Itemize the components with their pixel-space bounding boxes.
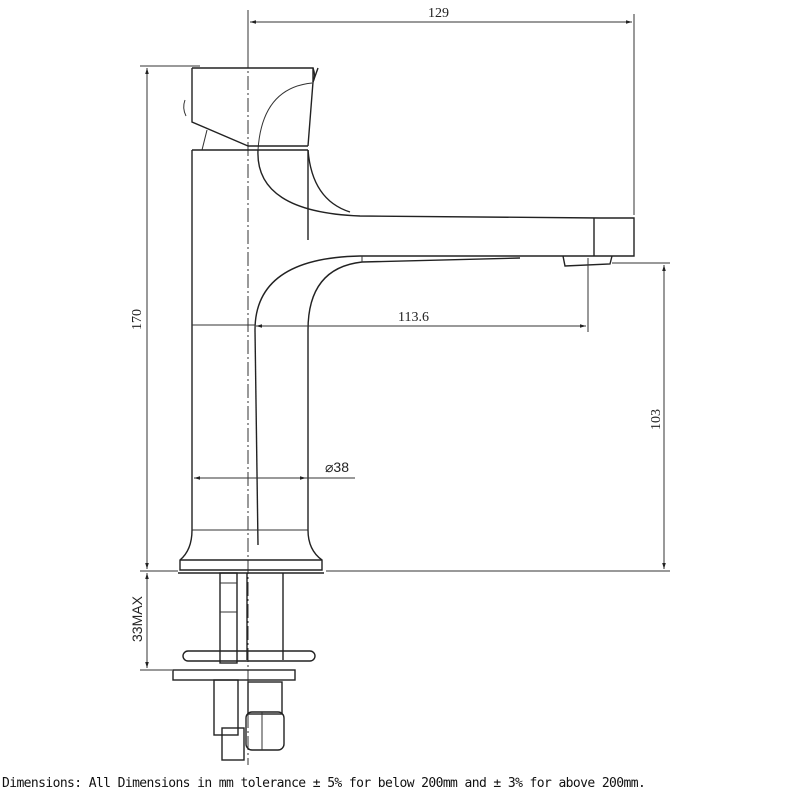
- dimension-113-6: 113.6: [192, 258, 589, 332]
- dim-label-170: 170: [130, 309, 145, 330]
- dimensions-tolerance-note: Dimensions: All Dimensions in mm toleran…: [2, 776, 646, 791]
- dim-label-103: 103: [649, 409, 664, 430]
- lever-handle: [183, 67, 319, 151]
- dim-label-129: 129: [428, 6, 449, 21]
- dim-label-113-6: 113.6: [398, 310, 429, 325]
- dimension-170: 170: [130, 65, 200, 572]
- tap-technical-drawing: 129 113.6 170 103 ⌀38 33MAX: [129, 6, 670, 765]
- dim-label-33max: 33MAX: [129, 595, 145, 642]
- dim-label-diameter: ⌀38: [325, 459, 349, 475]
- dimension-diameter-38: ⌀38: [194, 459, 355, 480]
- dimension-103: 103: [326, 262, 670, 572]
- mounting-assembly: [172, 572, 324, 761]
- dimension-33max: 33MAX: [129, 570, 176, 671]
- tap-body: [179, 149, 635, 571]
- dimension-129: 129: [247, 6, 635, 215]
